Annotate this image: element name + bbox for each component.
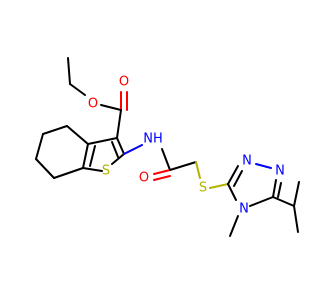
bond-n4-methyl: [229, 215, 239, 237]
bond-c3-c2: [116, 137, 125, 155]
bond-amidec-o-double: [153, 175, 171, 181]
bond-c3t-n2: [227, 165, 239, 185]
atom-labels: O O S NH O S N N N: [88, 75, 285, 217]
bond-ch2-oester: [69, 83, 86, 96]
bond-c7-c7a: [53, 167, 84, 179]
bond-c3a-c4: [66, 125, 89, 145]
bond-n2-n1: [255, 163, 272, 169]
bond-c6-c7: [35, 158, 55, 179]
atom-o-amide: O: [139, 171, 149, 186]
molecule-structure: O O S NH O S N N N: [35, 57, 300, 237]
bond-amidec-o: [153, 169, 171, 175]
atom-s-thiophene: S: [102, 164, 110, 179]
bond-ethyl-ch3-ch2: [67, 57, 71, 85]
bond-n1-c5t-double: [277, 182, 282, 198]
bond-c7a-c3a-double: [89, 145, 96, 167]
bond-c3t-n2-double: [233, 170, 243, 187]
bond-c7a-c3a: [82, 143, 89, 169]
atom-s-thioether: S: [199, 181, 207, 196]
bond-nh-amidec: [161, 148, 171, 171]
bond-c3-c2-double: [111, 141, 119, 158]
bond-c2-s: [111, 153, 125, 165]
bond-amidec-ch2: [169, 161, 197, 171]
atom-n-triazole-methyl: N: [239, 202, 249, 217]
bonds: [35, 57, 300, 237]
atom-nh-amide: NH: [143, 132, 163, 147]
bond-oester-carbonylc: [100, 104, 122, 111]
bond-c4-c5: [42, 125, 68, 135]
bond-isopropyl-me2: [293, 181, 300, 207]
bond-n1-c5t: [272, 179, 277, 198]
bond-c2-nh: [123, 144, 143, 155]
bond-carbonylc-c3: [116, 109, 122, 139]
bond-c3-c3a: [87, 137, 118, 145]
atom-n-triazole-top: N: [242, 154, 252, 169]
atom-o-carbonyl-ester: O: [119, 75, 129, 90]
bond-c5-c6: [35, 133, 44, 160]
bond-ch2-sthio: [195, 161, 201, 179]
bond-c5t-n4: [249, 196, 274, 207]
bond-sthio-c3t: [209, 183, 229, 189]
atom-o-ester-ether: O: [88, 97, 98, 112]
atom-n-triazole-right: N: [275, 164, 285, 179]
bond-c5t-isopropyl: [272, 196, 295, 207]
bond-n4-c3t: [227, 183, 237, 201]
bond-isopropyl-me1: [293, 205, 299, 233]
bond-s-c7a: [82, 167, 103, 172]
